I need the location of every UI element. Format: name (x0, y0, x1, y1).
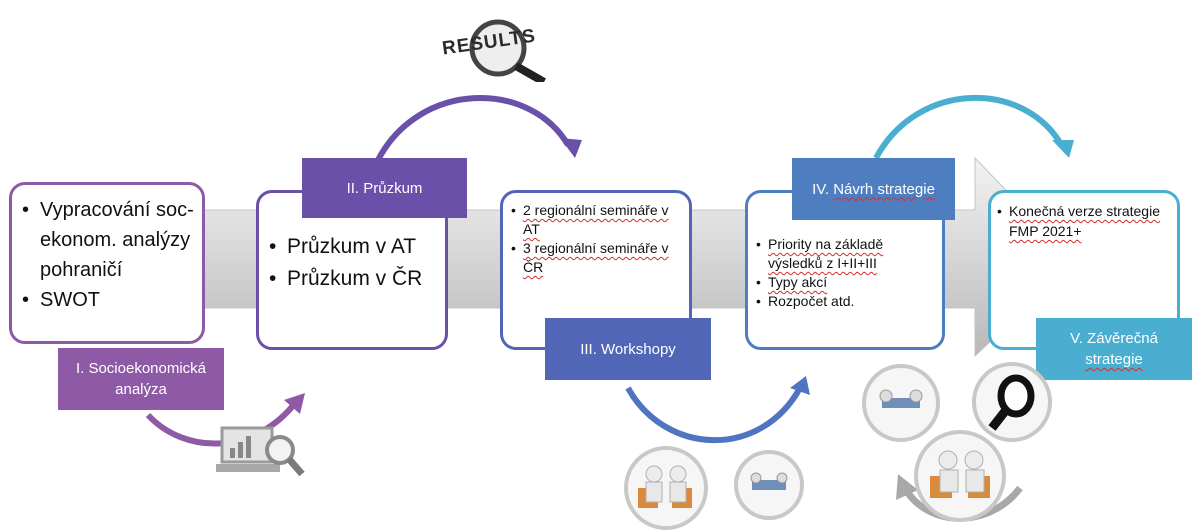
stage-4-item: Typy akcí (756, 273, 934, 292)
stage-4-item: Priority na základě výsledků z I+II+III (756, 235, 934, 273)
curve-arrow-2 (375, 94, 571, 162)
stage-4-item-text: Priority na základě výsledků z I+II+III (768, 236, 884, 271)
analytics-laptop-icon (214, 424, 306, 480)
stage-2-item: Průzkum v ČR (269, 263, 437, 295)
meeting-people-icon (914, 430, 1006, 522)
stage-5-label-line: strategie (1085, 351, 1143, 368)
stage-5-label-line: V. Závěrečná (1070, 330, 1158, 347)
stage-1-label-line: I. Socioekonomická (75, 360, 207, 377)
stage-3-item-text: 2 regionální semináře v AT (523, 202, 669, 237)
stage-4-label-rest: Návrh strategie (833, 180, 935, 198)
stage-3-item: 2 regionální semináře v AT (511, 201, 681, 239)
stage-4-label-prefix: IV. (812, 180, 834, 198)
handshake-icon (734, 450, 804, 520)
handshake-icon (862, 364, 940, 442)
stage-1-item: Vypracování soc-ekonom. analýzy pohranič… (22, 195, 194, 285)
stage-1-box: Vypracování soc-ekonom. analýzy pohranič… (9, 182, 205, 344)
stage-4-label: IV. Návrh strategie (792, 158, 955, 220)
stage-2-label: II. Průzkum (302, 158, 467, 218)
search-lens-icon (972, 362, 1052, 442)
results-magnifier-icon: RESULTS (440, 12, 570, 86)
stage-3-item-text: 3 regionální semináře v ČR (523, 240, 669, 275)
stage-3-label: III. Workshopy (545, 318, 711, 380)
stage-4-item: Rozpočet atd. (756, 292, 934, 311)
stage-4-item-text: Typy akcí (768, 274, 828, 290)
stage-4-item-text: Rozpočet atd. (768, 293, 855, 309)
curve-arrow-4 (873, 94, 1065, 160)
stage-5-item-text: Konečná verze strategie FMP 2021+ (1009, 203, 1160, 239)
stage-1-label-line: analýza (115, 381, 167, 398)
stage-5-label: V. Závěrečná strategie (1036, 318, 1192, 380)
stage-1-label: I. Socioekonomická analýza (58, 348, 224, 410)
curve-arrow-3 (625, 386, 803, 444)
stage-3-item: 3 regionální semináře v ČR (511, 239, 681, 277)
stage-1-item: SWOT (22, 285, 194, 315)
stage-5-item: Konečná verze strategie FMP 2021+ (997, 201, 1169, 241)
meeting-people-icon (624, 446, 708, 530)
stage-2-item: Průzkum v AT (269, 231, 437, 263)
